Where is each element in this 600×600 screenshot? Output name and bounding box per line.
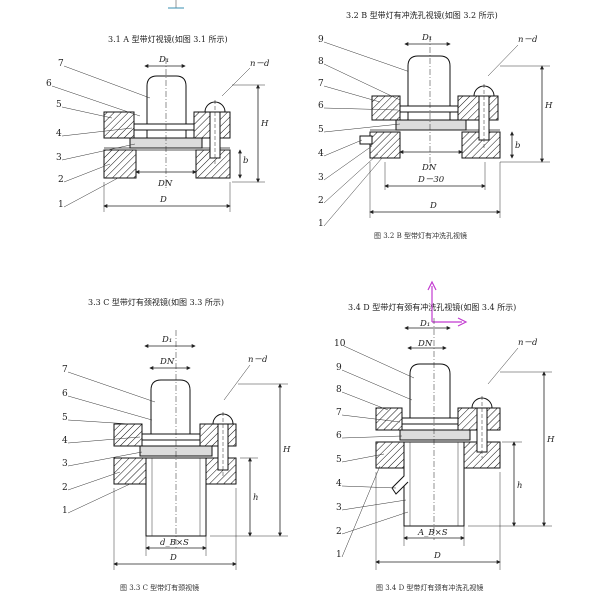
figure-b-caption: 图 3.2 B 型带灯有冲洗孔视镜 bbox=[374, 231, 467, 240]
figure-c-dim-dns: d_B×S bbox=[160, 538, 189, 548]
figure-b-heading: 3.2 B 型带灯有冲洗孔视镜(如图 3.2 所示) bbox=[346, 10, 498, 20]
figure-b-dim-b: b bbox=[515, 141, 520, 151]
figure-a: 3.1 A 型带灯视镜(如图 3.1 所示) D₁ n－d H b bbox=[46, 34, 270, 212]
figure-b-part-4: 4 bbox=[318, 149, 324, 159]
figure-b-dim-dn: DN bbox=[421, 163, 437, 173]
figure-d-dim-h2: h bbox=[517, 481, 522, 491]
figure-d-caption: 图 3.4 D 型带灯有颈有冲洗孔视镜 bbox=[376, 583, 483, 592]
figure-a-part-2: 2 bbox=[58, 175, 64, 185]
figure-d-dim-nd: n－d bbox=[518, 338, 538, 348]
figure-c-part-3: 3 bbox=[62, 459, 68, 469]
figure-b-part-8: 8 bbox=[318, 57, 324, 67]
figure-d-dim-d1: D₁ bbox=[419, 319, 430, 329]
figure-b-part-6: 6 bbox=[318, 101, 324, 111]
figure-b-part-9: 9 bbox=[318, 35, 324, 45]
figure-a-part-4: 4 bbox=[56, 129, 62, 139]
figure-d-part-10: 10 bbox=[334, 339, 346, 349]
figure-b-part-7: 7 bbox=[318, 79, 324, 89]
figure-a-dim-d: D bbox=[159, 195, 167, 205]
figure-d-part-9: 9 bbox=[336, 363, 342, 373]
figure-d-part-3: 3 bbox=[336, 503, 342, 513]
figure-b-part-2: 2 bbox=[318, 196, 324, 206]
figure-c-part-5: 5 bbox=[62, 413, 68, 423]
figure-a-dim-dn: DN bbox=[157, 179, 173, 189]
figure-b-part-1: 1 bbox=[318, 219, 324, 229]
figure-d-part-7: 7 bbox=[336, 408, 342, 418]
figure-d-part-8: 8 bbox=[336, 385, 342, 395]
figure-b-dim-nd: n－d bbox=[518, 35, 538, 45]
figure-a-part-5: 5 bbox=[56, 100, 62, 110]
figure-d-dim-dns: A_B×S bbox=[417, 528, 448, 538]
figure-b-dim-h: H bbox=[544, 101, 553, 111]
figure-d: 3.4 D 型带灯有颈有冲洗孔视镜(如图 3.4 所示) D₁ DN n－d bbox=[334, 280, 555, 592]
figure-c-part-4: 4 bbox=[62, 436, 68, 446]
figure-a-dim-h: H bbox=[260, 119, 269, 129]
figure-d-part-6: 6 bbox=[336, 431, 342, 441]
figure-c: 3.3 C 型带灯有颈视镜(如图 3.3 所示) D₁ DN n－d H bbox=[62, 297, 291, 592]
figure-a-part-6: 6 bbox=[46, 79, 52, 89]
figure-d-dim-h: H bbox=[546, 435, 555, 445]
figure-c-dim-d1: D₁ bbox=[161, 335, 172, 345]
figure-a-part-7: 7 bbox=[58, 59, 64, 69]
figure-d-part-2: 2 bbox=[336, 527, 342, 537]
figure-b-part-5: 5 bbox=[318, 125, 324, 135]
figure-b-part-3: 3 bbox=[318, 173, 324, 183]
figure-d-dim-d: D bbox=[433, 551, 441, 561]
figure-a-dim-nd: n－d bbox=[250, 59, 270, 69]
figure-c-heading: 3.3 C 型带灯有颈视镜(如图 3.3 所示) bbox=[88, 297, 224, 307]
figure-b: 3.2 B 型带灯有冲洗孔视镜(如图 3.2 所示) 9 D₁ n－d H bbox=[318, 10, 553, 240]
figure-d-part-4: 4 bbox=[336, 479, 342, 489]
figure-a-dim-b: b bbox=[243, 156, 248, 166]
figure-c-caption: 图 3.3 C 型带灯有颈视镜 bbox=[120, 583, 199, 592]
figure-c-part-6: 6 bbox=[62, 389, 68, 399]
figure-a-heading: 3.1 A 型带灯视镜(如图 3.1 所示) bbox=[108, 34, 228, 44]
figure-d-dim-dn: DN bbox=[417, 339, 433, 349]
figure-a-dim-d1: D₁ bbox=[158, 55, 169, 65]
figure-d-part-1: 1 bbox=[336, 550, 342, 560]
figure-b-dim-d1: D₁ bbox=[421, 33, 432, 43]
figure-a-part-1: 1 bbox=[58, 200, 64, 210]
figure-c-dim-d: D bbox=[169, 553, 177, 563]
figure-c-dim-nd: n－d bbox=[248, 355, 268, 365]
figure-b-dim-d: D bbox=[429, 201, 437, 211]
figure-c-part-7: 7 bbox=[62, 365, 68, 375]
figure-c-dim-h2: h bbox=[253, 493, 258, 503]
figure-c-part-2: 2 bbox=[62, 483, 68, 493]
figure-d-part-5: 5 bbox=[336, 455, 342, 465]
figure-c-dim-h: H bbox=[282, 445, 291, 455]
figure-a-part-3: 3 bbox=[56, 153, 62, 163]
figure-c-dim-dn: DN bbox=[159, 357, 175, 367]
figure-c-part-1: 1 bbox=[62, 506, 68, 516]
figure-b-dim-d30: D－30 bbox=[417, 175, 445, 185]
